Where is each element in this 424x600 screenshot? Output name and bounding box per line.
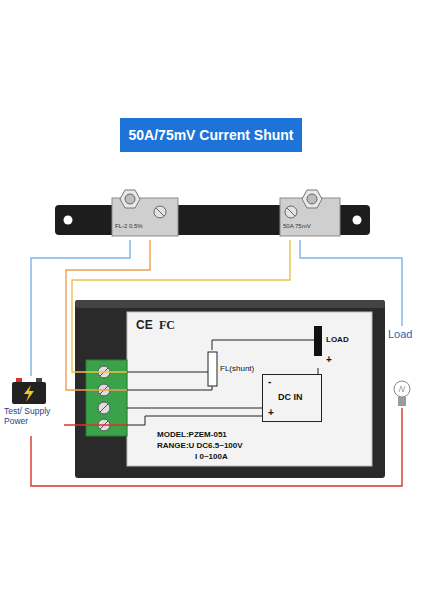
node-label: FC [159, 319, 175, 333]
node-label: MODEL:PZEM-051 [157, 430, 227, 439]
bolt-nut [120, 190, 140, 208]
internal-wire [127, 416, 262, 425]
battery-terminal [36, 378, 42, 382]
wire [212, 340, 314, 350]
node-label: Test/ Supply Power [4, 407, 62, 427]
battery-icon [12, 382, 46, 404]
bulb-glass [394, 381, 410, 397]
lightning-symbol [24, 385, 34, 402]
meter-label-panel: CE FC MODEL:PZEM-051RANGE:U DC6.5~100V I 0~… [127, 312, 372, 466]
terminal-screws [98, 366, 110, 431]
wire [31, 408, 402, 486]
bolt-head [307, 194, 317, 204]
load-bulb: Load [384, 326, 420, 408]
label-panel [127, 312, 372, 466]
title-banner: 50A/75mV Current Shunt [120, 118, 302, 152]
meter-housing [75, 300, 385, 478]
load-symbol [314, 326, 322, 356]
wire [31, 240, 130, 376]
shunt-symbol: FL(shunt) [206, 350, 268, 390]
node-label: FL(shunt) [220, 364, 254, 373]
wire [64, 424, 127, 425]
screw-slot [287, 208, 295, 216]
internal-wiring [127, 372, 262, 425]
mount-hole [64, 216, 73, 225]
node-label: + [268, 407, 274, 419]
wire [66, 240, 150, 390]
internal-wire [127, 372, 208, 373]
node-label: RANGE:U DC6.5~100V [157, 441, 243, 450]
resistor-symbol [208, 352, 217, 386]
internal-wire [127, 386, 212, 390]
sense-screw [285, 206, 297, 218]
wire [72, 240, 290, 372]
node-label: LOAD [326, 335, 349, 344]
bulb-filament [399, 386, 405, 392]
wire [300, 240, 402, 326]
node-label: CE [136, 319, 153, 333]
bolt-head [125, 194, 135, 204]
node-label: - [268, 376, 271, 388]
supply-battery: Test/ Supply Power [4, 376, 64, 436]
battery-terminal [16, 378, 22, 382]
node-label: 50A 75mV [283, 223, 311, 230]
current-shunt: FL-2 0.5% 50A 75mV [55, 190, 370, 240]
bulb-base [398, 397, 406, 406]
node-label: DC IN [278, 392, 303, 402]
load-symbol-box: LOAD + [314, 326, 362, 368]
node-label: I 0~100A [195, 452, 228, 461]
screw-slot [156, 208, 164, 216]
screw-slot [100, 404, 108, 412]
mount-hole [353, 216, 362, 225]
bolt-nut [302, 190, 322, 208]
node-label: Load [388, 328, 412, 341]
dc-in-box: DC IN- + [262, 374, 322, 422]
housing-bevel [75, 300, 385, 308]
node-label: FL-2 0.5% [115, 223, 143, 230]
sense-screw [154, 206, 166, 218]
shunt-terminal-block [112, 198, 178, 236]
node-label: + [326, 354, 332, 366]
terminal-screw [98, 402, 110, 414]
internal-wire [127, 408, 262, 409]
